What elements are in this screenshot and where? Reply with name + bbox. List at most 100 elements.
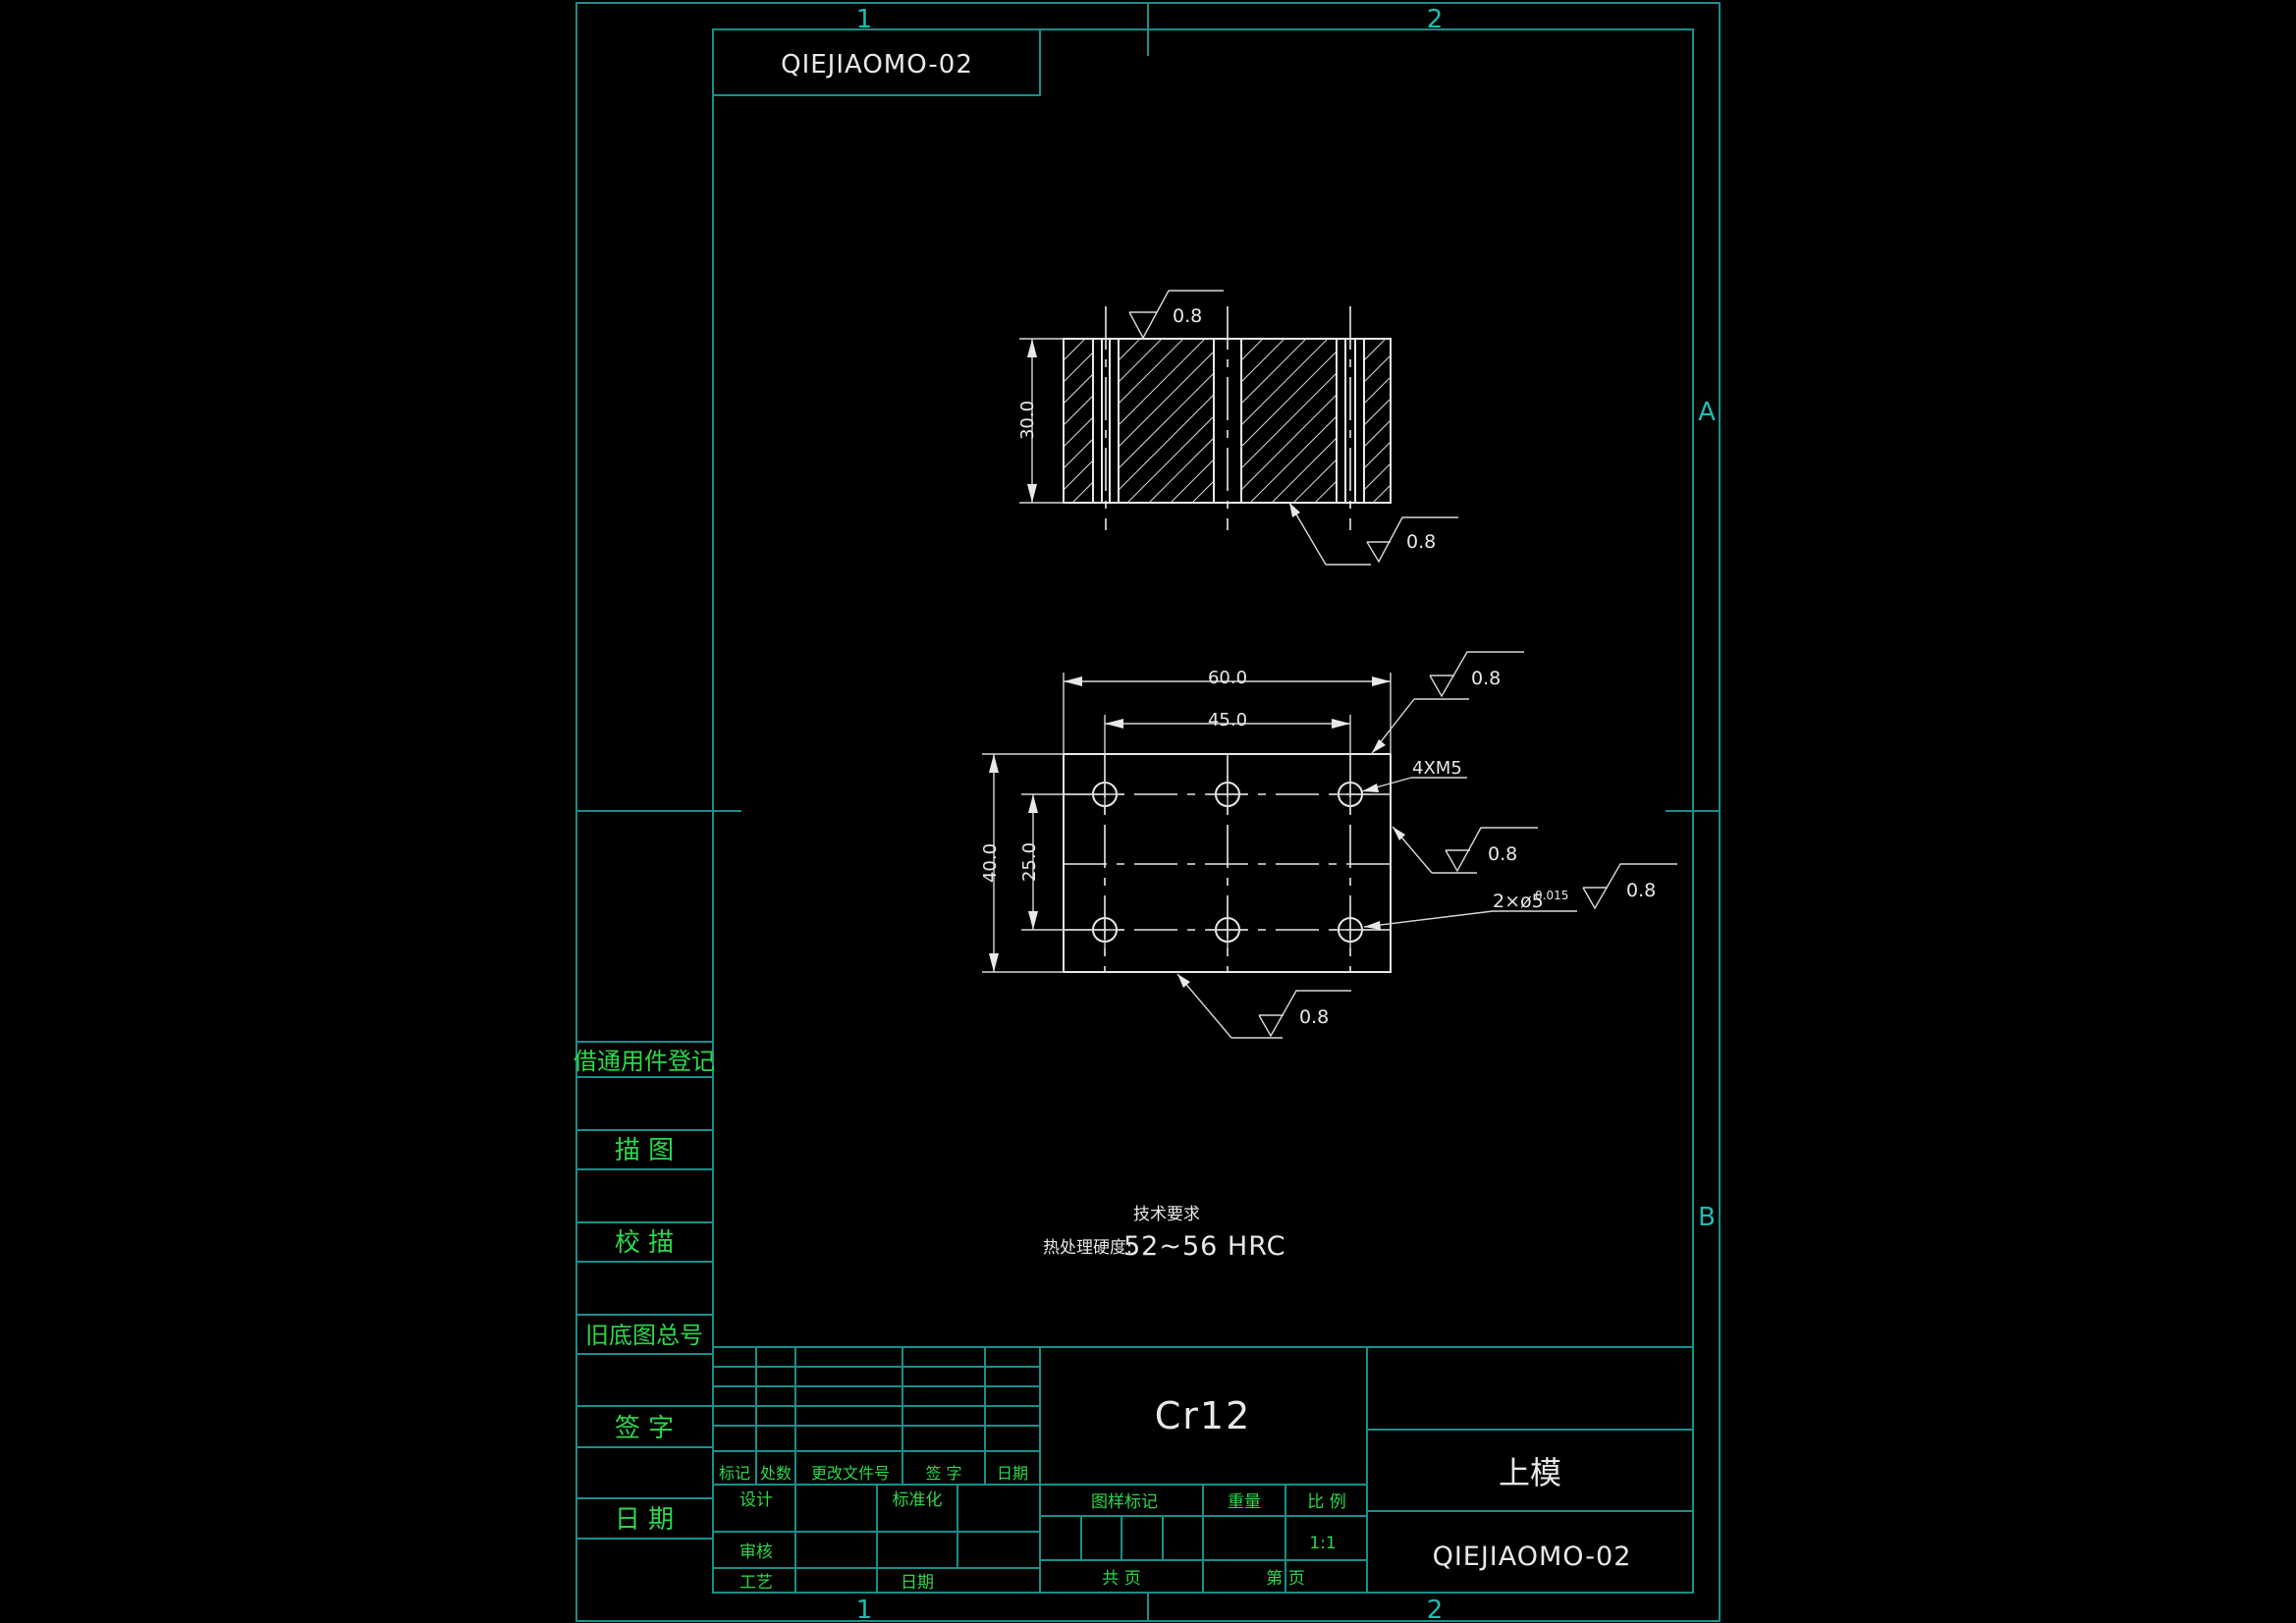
label-sheet-number: 第 页 — [1266, 1569, 1304, 1589]
hatch-line — [1241, 339, 1329, 426]
rev-header-count: 处数 — [760, 1464, 792, 1483]
hatch-line — [1064, 352, 1093, 383]
roughness-value: 0.8 — [1471, 668, 1501, 689]
roughness-symbol-pin[interactable]: 0.8 — [1582, 863, 1677, 910]
side-label-old-number: 旧底图总号 — [585, 1322, 703, 1349]
thread-note: 4XM5 — [1412, 758, 1462, 779]
material: Cr12 — [1155, 1394, 1252, 1437]
hatch-line — [1271, 437, 1337, 503]
zone-marker-top-1: 1 — [856, 5, 873, 34]
hatch-line — [1119, 339, 1184, 405]
hatch-line — [1249, 415, 1337, 503]
hatch-line — [1364, 398, 1391, 426]
hatch-line — [1148, 437, 1214, 503]
hatch-line — [1119, 339, 1206, 426]
label-drawing-mark: 图样标记 — [1091, 1492, 1158, 1512]
zone-marker-right-b: B — [1698, 1203, 1716, 1232]
hatch-line — [1126, 415, 1214, 503]
label-weight: 重量 — [1228, 1492, 1261, 1512]
roughness-symbol-plan-right[interactable]: 0.8 — [1392, 826, 1538, 874]
side-label-register: 借通用件登记 — [574, 1048, 715, 1075]
hatch-line — [1241, 394, 1337, 491]
hatch-line — [1364, 462, 1391, 491]
rev-header-doc: 更改文件号 — [811, 1464, 890, 1483]
hatch-line — [1241, 372, 1337, 469]
rev-header-date: 日期 — [997, 1464, 1028, 1483]
hatch-line — [1064, 460, 1093, 491]
hatch-line — [1119, 351, 1214, 448]
threaded-hole[interactable] — [1331, 775, 1370, 814]
label-date: 日期 — [901, 1573, 934, 1593]
hatch-line — [1241, 339, 1285, 383]
pin-hole[interactable] — [1331, 910, 1370, 949]
threaded-hole[interactable] — [1208, 775, 1247, 814]
rev-header-sign: 签 字 — [925, 1464, 961, 1483]
tech-req-label: 热处理硬度: — [1043, 1238, 1132, 1258]
hatch-line — [1364, 419, 1391, 448]
technical-requirements: 技术要求 热处理硬度: 52~56 HRC — [1043, 1205, 1285, 1262]
dim-height-label: 40.0 — [980, 843, 1001, 883]
dim-height-label: 30.0 — [1017, 401, 1038, 440]
label-standardization: 标准化 — [893, 1490, 943, 1510]
pin-hole[interactable] — [1208, 910, 1247, 949]
title-block: 标记 处数 更改文件号 签 字 日期 设计 标准化 审核 工艺 日期 Cr12 … — [713, 1346, 1693, 1593]
roughness-value: 0.8 — [1626, 880, 1656, 901]
label-process: 工艺 — [739, 1573, 773, 1593]
roughness-symbol-section-bottom[interactable]: 0.8 — [1288, 502, 1458, 566]
dim-pitch-label: 45.0 — [1208, 710, 1247, 730]
label-scale: 比 例 — [1307, 1492, 1345, 1512]
rev-header-mark: 标记 — [719, 1464, 750, 1483]
pin-hole[interactable] — [1085, 910, 1124, 949]
hatch-line — [1064, 416, 1093, 448]
zone-marker-top-2: 2 — [1427, 5, 1444, 34]
tech-req-title: 技术要求 — [1133, 1205, 1200, 1224]
thread-callout[interactable]: 4XM5 — [1361, 758, 1467, 792]
side-panel: 借通用件登记 描 图 校 描 旧底图总号 签 字 日 期 — [574, 1041, 715, 1540]
pin-note: 2×ø5 — [1493, 891, 1544, 912]
scale-value: 1:1 — [1309, 1534, 1336, 1553]
hatch-line — [1364, 354, 1391, 383]
roughness-symbol-section-top[interactable]: 0.8 — [1128, 290, 1224, 340]
side-label-trace: 描 图 — [615, 1136, 674, 1165]
drawing-number: QIEJIAOMO-02 — [1433, 1542, 1632, 1572]
threaded-hole[interactable] — [1085, 775, 1124, 814]
part-name: 上模 — [1499, 1454, 1561, 1491]
roughness-value: 0.8 — [1299, 1006, 1329, 1028]
dim-row-pitch-label: 25.0 — [1019, 842, 1040, 882]
dimension-row-pitch-25[interactable]: 25.0 — [1019, 793, 1085, 931]
label-total-sheets: 共 页 — [1102, 1569, 1140, 1589]
drawing-number-top: QIEJIAOMO-02 — [781, 50, 973, 80]
drawing-number-box: QIEJIAOMO-02 — [713, 29, 1041, 96]
side-label-date: 日 期 — [615, 1505, 674, 1535]
dimension-pitch-45[interactable]: 45.0 — [1104, 710, 1351, 754]
hatch-line — [1241, 351, 1337, 448]
roughness-value: 0.8 — [1488, 843, 1517, 865]
hatch-line — [1292, 459, 1337, 503]
hatch-line — [1119, 339, 1163, 383]
label-review: 审核 — [739, 1542, 773, 1562]
pin-callout[interactable]: 2×ø5 0.015 — [1363, 889, 1577, 930]
hatch-line — [1241, 339, 1307, 405]
dimension-width-60[interactable]: 60.0 — [1063, 668, 1392, 754]
dimension-height-40[interactable]: 40.0 — [980, 753, 1064, 973]
side-label-signature: 签 字 — [615, 1414, 674, 1443]
pin-tolerance: 0.015 — [1535, 889, 1568, 902]
side-label-check: 校 描 — [615, 1228, 674, 1258]
label-design: 设计 — [739, 1490, 773, 1510]
section-hatching — [1064, 339, 1391, 503]
hatch-line — [1119, 372, 1214, 469]
section-view[interactable]: 30.0 0.8 0.8 — [900, 290, 1558, 566]
zone-marker-bottom-2: 2 — [1427, 1596, 1444, 1623]
roughness-symbol-plan-bottom[interactable]: 0.8 — [1176, 973, 1351, 1039]
roughness-symbol-plan-top[interactable]: 0.8 — [1371, 651, 1524, 754]
hatch-line — [1170, 459, 1214, 503]
plan-view[interactable]: 60.0 45.0 40.0 25.0 — [980, 651, 1677, 1039]
roughness-value: 0.8 — [1173, 305, 1202, 327]
dim-width-label: 60.0 — [1208, 668, 1247, 688]
zone-marker-right-a: A — [1698, 398, 1716, 427]
hatch-line — [1119, 394, 1214, 491]
hatch-line — [1064, 395, 1093, 426]
dimension-height-30[interactable]: 30.0 — [1017, 338, 1064, 504]
zone-marker-bottom-1: 1 — [856, 1596, 873, 1623]
